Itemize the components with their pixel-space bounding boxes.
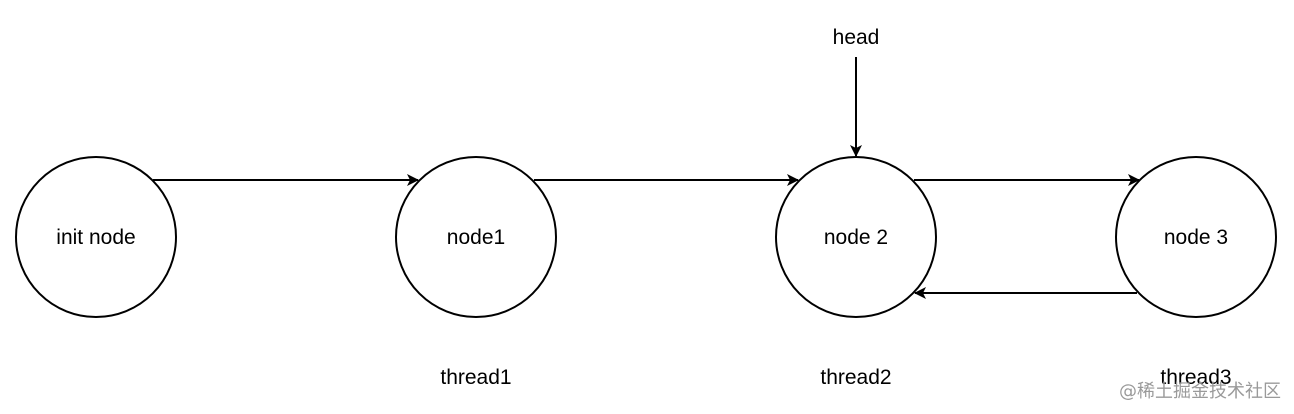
node-1: node1 bbox=[395, 156, 557, 318]
node-init-circle bbox=[15, 156, 177, 318]
head-label: head bbox=[833, 26, 880, 49]
node-2-label: node 2 bbox=[824, 226, 888, 249]
node-3-label: node 3 bbox=[1164, 226, 1228, 249]
node-3: node 3 bbox=[1115, 156, 1277, 318]
node-2-circle bbox=[775, 156, 937, 318]
node-3-circle bbox=[1115, 156, 1277, 318]
node-1-label: node1 bbox=[447, 226, 505, 249]
watermark-text: @稀土掘金技术社区 bbox=[1119, 381, 1281, 402]
node-init-label: init node bbox=[56, 226, 135, 249]
node-init: init node bbox=[15, 156, 177, 318]
node-2: node 2 bbox=[775, 156, 937, 318]
thread2-label: thread2 bbox=[820, 366, 891, 389]
thread3-label: thread3 bbox=[1160, 366, 1231, 389]
thread1-label: thread1 bbox=[440, 366, 511, 389]
node-1-circle bbox=[395, 156, 557, 318]
